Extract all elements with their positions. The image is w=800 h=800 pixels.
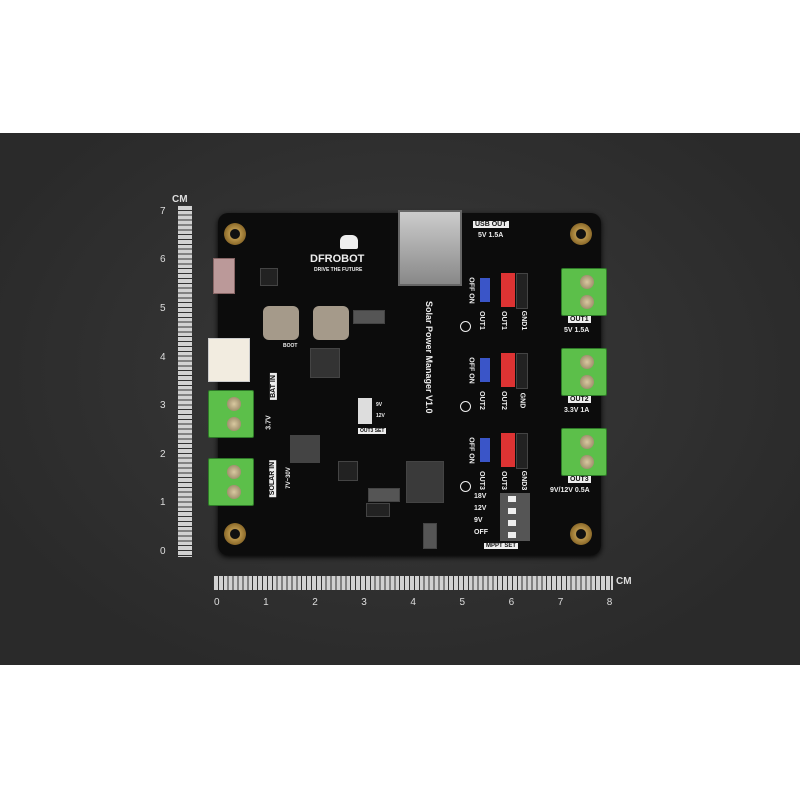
inductor bbox=[263, 306, 299, 340]
out-pin-label: OUT1 bbox=[499, 311, 507, 330]
vertical-tick-label: 4 bbox=[160, 351, 166, 363]
vertical-tick-label: 2 bbox=[160, 448, 166, 460]
out-switch-jumper[interactable] bbox=[480, 278, 490, 302]
horizontal-tick-label: 3 bbox=[361, 597, 367, 608]
solar-terminal bbox=[208, 458, 254, 506]
switch-label: OFF ON bbox=[467, 277, 475, 304]
output-terminal bbox=[561, 428, 607, 476]
vertical-tick-label: 0 bbox=[160, 546, 166, 557]
output-terminal bbox=[561, 348, 607, 396]
bat-in-label: BAT IN bbox=[269, 373, 277, 400]
power-icon bbox=[460, 401, 471, 412]
vertical-tick-label: 1 bbox=[160, 497, 166, 509]
output-label: OUT2 bbox=[568, 396, 591, 403]
gnd-label: GND1 bbox=[520, 310, 528, 331]
dip-toggle[interactable] bbox=[508, 532, 516, 538]
mppt-set-label: MPPT SET bbox=[484, 543, 519, 549]
diode bbox=[423, 523, 437, 549]
vertical-ruler-unit: CM bbox=[172, 194, 188, 205]
inductor bbox=[406, 461, 444, 503]
out-header-pins bbox=[501, 353, 515, 387]
battery-connector bbox=[208, 338, 250, 382]
horizontal-ruler-unit: CM bbox=[616, 576, 632, 587]
mppt-option-label: 18V bbox=[474, 493, 487, 500]
output-spec: 9V/12V 0.5A bbox=[550, 487, 590, 494]
bat-voltage: 3.7V bbox=[265, 415, 273, 430]
usb-port bbox=[398, 210, 462, 286]
solar-in-label: SOLAR IN bbox=[269, 459, 277, 498]
gnd-header-pins bbox=[516, 353, 528, 389]
inductor bbox=[290, 435, 320, 463]
dfrobot-logo-icon bbox=[340, 235, 358, 249]
switch-label: OFF ON bbox=[467, 437, 475, 464]
mounting-hole bbox=[224, 223, 246, 245]
horizontal-tick-label: 2 bbox=[312, 597, 318, 608]
usb-out-label: USB OUT bbox=[473, 221, 509, 228]
boot-label: BOOT bbox=[283, 343, 298, 349]
out-pin-label: OUT3 bbox=[477, 471, 485, 490]
out-switch-jumper[interactable] bbox=[480, 438, 490, 462]
out-header-pins bbox=[501, 273, 515, 307]
horizontal-tick-label: 5 bbox=[459, 597, 466, 608]
horizontal-ruler bbox=[213, 576, 613, 590]
gnd-header-pins bbox=[516, 433, 528, 469]
output-terminal bbox=[561, 268, 607, 316]
out-pin-label: OUT1 bbox=[477, 311, 485, 330]
horizontal-tick-label: 8 bbox=[606, 597, 613, 608]
mppt-option-label: 12V bbox=[474, 505, 487, 512]
out3-set-switch[interactable] bbox=[358, 398, 372, 424]
dip-toggle[interactable] bbox=[508, 520, 516, 526]
mounting-hole bbox=[570, 523, 592, 545]
horizontal-tick-label: 7 bbox=[557, 597, 564, 608]
voltage-12v: 12V bbox=[376, 413, 385, 419]
output-label: OUT1 bbox=[568, 316, 591, 323]
vertical-tick-label: 6 bbox=[160, 254, 166, 266]
vertical-tick-label: 3 bbox=[160, 400, 166, 412]
chip bbox=[260, 268, 278, 286]
solar-voltage: 7V~30V bbox=[285, 467, 292, 489]
solar-power-manager-board: DFROBOT DRIVE THE FUTURE USB OUT 5V 1.5A… bbox=[208, 210, 607, 555]
inductor bbox=[313, 306, 349, 340]
chip bbox=[366, 503, 390, 517]
switch-label: OFF ON bbox=[467, 357, 475, 384]
gnd-header-pins bbox=[516, 273, 528, 309]
mppt-option-label: 9V bbox=[474, 517, 483, 524]
vertical-tick-label: 5 bbox=[160, 303, 166, 314]
micro-usb-port bbox=[213, 258, 235, 294]
vertical-ruler bbox=[178, 205, 192, 557]
horizontal-tick-label: 1 bbox=[263, 597, 269, 608]
power-icon bbox=[460, 481, 471, 492]
out3-set-label: OUT3 SET bbox=[358, 428, 387, 434]
diode bbox=[353, 310, 385, 324]
voltage-9v: 9V bbox=[376, 402, 383, 408]
board-title: Solar Power Manager V1.0 bbox=[424, 301, 434, 414]
out-pin-label: OUT2 bbox=[499, 391, 507, 410]
diode bbox=[368, 488, 400, 502]
out-header-pins bbox=[501, 433, 515, 467]
dip-toggle[interactable] bbox=[508, 496, 516, 502]
output-spec: 5V 1.5A bbox=[564, 327, 590, 334]
usb-spec: 5V 1.5A bbox=[478, 232, 504, 239]
battery-terminal bbox=[208, 390, 254, 438]
gnd-label: GND3 bbox=[520, 470, 528, 491]
horizontal-tick-label: 0 bbox=[214, 597, 220, 608]
mppt-option-label: OFF bbox=[474, 529, 488, 536]
output-spec: 3.3V 1A bbox=[564, 407, 590, 414]
brand-slogan: DRIVE THE FUTURE bbox=[314, 267, 363, 273]
out-pin-label: OUT2 bbox=[477, 391, 485, 410]
out-switch-jumper[interactable] bbox=[480, 358, 490, 382]
brand-logo: DFROBOT bbox=[310, 253, 365, 265]
horizontal-tick-label: 4 bbox=[410, 597, 416, 608]
vertical-tick-label: 7 bbox=[160, 205, 166, 217]
output-label: OUT3 bbox=[568, 476, 591, 483]
mounting-hole bbox=[570, 223, 592, 245]
horizontal-tick-label: 6 bbox=[508, 597, 515, 608]
gnd-label: GND bbox=[518, 392, 526, 409]
mounting-hole bbox=[224, 523, 246, 545]
power-icon bbox=[460, 321, 471, 332]
inductor bbox=[310, 348, 340, 378]
dip-toggle[interactable] bbox=[508, 508, 516, 514]
chip bbox=[338, 461, 358, 481]
out-pin-label: OUT3 bbox=[499, 471, 507, 490]
